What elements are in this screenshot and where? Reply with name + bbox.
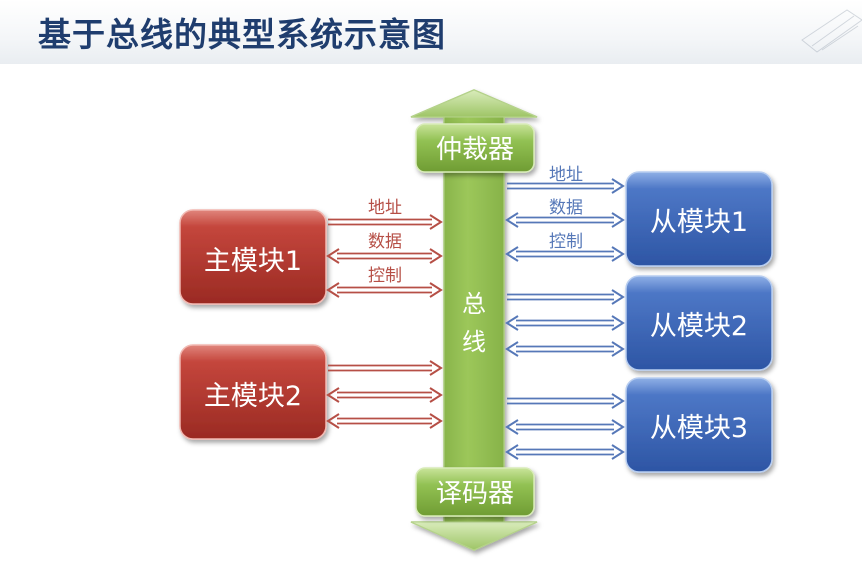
master1-address-arrow bbox=[328, 214, 443, 230]
signal-arrows bbox=[326, 178, 625, 460]
master2-control-arrow bbox=[326, 413, 443, 429]
slave-module-3-label: 从模块3 bbox=[650, 413, 748, 444]
slave-control-label: 控制 bbox=[549, 232, 583, 252]
slave3-address-arrow bbox=[507, 393, 625, 409]
page-title: 基于总线的典型系统示意图 bbox=[38, 15, 446, 54]
bus-label-2: 线 bbox=[462, 328, 486, 356]
slave-module-2-label: 从模块2 bbox=[650, 311, 748, 342]
slave1-data-arrow bbox=[505, 212, 625, 228]
master-module-2-label: 主模块2 bbox=[204, 381, 302, 412]
decoder-box: 译码器 bbox=[415, 467, 535, 517]
master1-data-arrow bbox=[326, 248, 443, 264]
slave-module-2: 从模块2 bbox=[625, 275, 773, 371]
master-module-1-label: 主模块1 bbox=[204, 246, 302, 277]
slave2-control-arrow bbox=[505, 341, 625, 357]
slave1-control-arrow bbox=[505, 246, 625, 262]
slave-data-label: 数据 bbox=[549, 198, 583, 218]
master-module-1: 主模块1 bbox=[179, 209, 327, 305]
slave-module-3: 从模块3 bbox=[625, 377, 773, 473]
slave3-data-arrow bbox=[505, 419, 625, 435]
master1-control-arrow bbox=[326, 282, 443, 298]
corner-decoration-icon bbox=[801, 9, 862, 53]
master-control-label: 控制 bbox=[368, 266, 402, 286]
master2-address-arrow bbox=[328, 360, 443, 376]
arbiter-label: 仲裁器 bbox=[436, 135, 514, 165]
slave2-data-arrow bbox=[505, 315, 625, 331]
slave1-address-arrow bbox=[507, 178, 625, 194]
master2-data-arrow bbox=[326, 387, 443, 403]
slave3-control-arrow bbox=[505, 444, 625, 460]
bus-bar bbox=[410, 89, 538, 551]
slave-module-1-label: 从模块1 bbox=[650, 207, 748, 238]
decoder-label: 译码器 bbox=[436, 479, 514, 509]
slave-address-label: 地址 bbox=[549, 165, 583, 185]
master-data-label: 数据 bbox=[368, 232, 402, 252]
arbiter-box: 仲裁器 bbox=[415, 123, 535, 173]
master-module-2: 主模块2 bbox=[179, 344, 327, 440]
bus-label-1: 总 bbox=[462, 290, 486, 318]
title-band bbox=[0, 0, 862, 64]
master-address-label: 地址 bbox=[368, 198, 402, 218]
slave-module-1: 从模块1 bbox=[625, 171, 773, 267]
slave2-address-arrow bbox=[507, 289, 625, 305]
